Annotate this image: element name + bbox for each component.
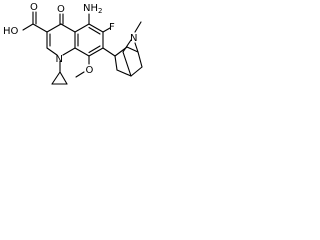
bond-c8a-n1 bbox=[62, 47, 76, 56]
bond-bc-bridge bbox=[122, 51, 132, 77]
atom-fluoro: F bbox=[109, 22, 115, 33]
molecule-structure: HO O NH2 O F N O N bbox=[3, 2, 143, 85]
bond-c4a-c5 bbox=[74, 23, 90, 33]
bond-bc-1 bbox=[114, 55, 118, 71]
bond-n1-c2 bbox=[46, 47, 58, 56]
bond-c7-bc bbox=[102, 47, 116, 57]
bond-bc-n-1 bbox=[134, 42, 139, 53]
atom-carbonyl-o: O bbox=[30, 2, 38, 13]
bond-c3-c4 bbox=[46, 23, 62, 33]
bond-c6-f bbox=[102, 27, 111, 33]
bond-bc-3 bbox=[130, 66, 143, 77]
bond-cp-1 bbox=[51, 71, 61, 85]
bond-c-c3 bbox=[32, 23, 48, 33]
atom-bicyclic-n: N bbox=[130, 33, 137, 44]
atom-ring-n: N bbox=[56, 54, 63, 65]
bond-bc-2 bbox=[116, 69, 132, 77]
atom-amine: NH2 bbox=[83, 3, 102, 15]
atom-carboxyl-oh: HO bbox=[3, 26, 19, 37]
bond-c5-c6-inner bbox=[88, 26, 101, 35]
bonds bbox=[22, 11, 143, 85]
bond-bc-4 bbox=[137, 51, 143, 68]
bond-oh-c bbox=[22, 23, 34, 31]
bond-bc-n-2 bbox=[122, 39, 132, 53]
bond-c7-c8 bbox=[88, 47, 104, 57]
atom-ketone-o: O bbox=[57, 4, 65, 15]
atom-methoxy-o: O bbox=[86, 65, 94, 76]
bond-c7-c8-inner bbox=[88, 45, 101, 54]
bond-bc-5 bbox=[126, 46, 139, 53]
bond-c5-c6 bbox=[88, 23, 104, 33]
bond-o-ch3 bbox=[75, 71, 85, 78]
bond-n-methyl bbox=[134, 21, 142, 33]
bond-c4-c4a bbox=[60, 23, 76, 33]
bond-cp-2 bbox=[59, 71, 68, 85]
bond-c8-c8a bbox=[74, 47, 90, 57]
